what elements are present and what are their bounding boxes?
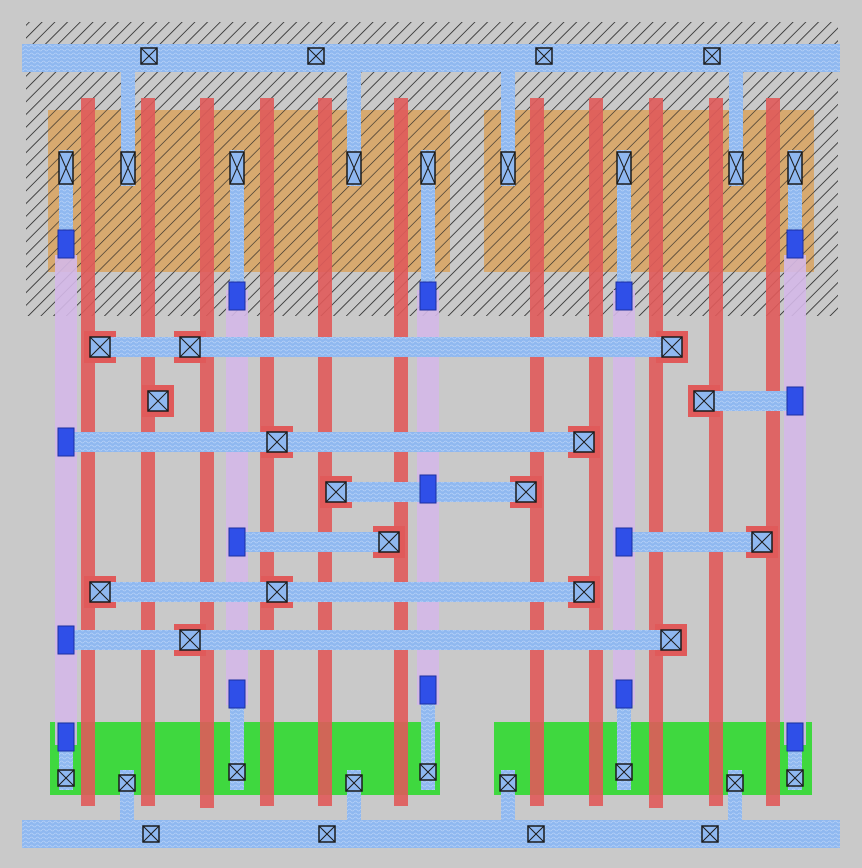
- contact-cross: [229, 151, 245, 185]
- contact-cross: [89, 581, 111, 603]
- contact-cross: [346, 151, 362, 185]
- contact-cross: [118, 774, 136, 792]
- poly-gate: [649, 98, 663, 808]
- contact-cross: [499, 774, 517, 792]
- ndiff-left: [50, 722, 440, 795]
- metal2-track: [613, 290, 635, 705]
- contact-cross: [89, 336, 111, 358]
- via: [57, 427, 75, 457]
- metal1-wire: [92, 582, 592, 602]
- contact-cross: [140, 47, 158, 65]
- contact-cross: [616, 151, 632, 185]
- contact-cross: [786, 769, 804, 787]
- contact-cross: [120, 151, 136, 185]
- contact-cross: [660, 629, 682, 651]
- via: [615, 527, 633, 557]
- contact-cross: [266, 581, 288, 603]
- contact-cross: [701, 825, 719, 843]
- poly-gate: [709, 98, 723, 806]
- contact-cross: [726, 774, 744, 792]
- via: [615, 679, 633, 709]
- contact-cross: [378, 531, 400, 553]
- via: [786, 229, 804, 259]
- metal1-wire: [58, 432, 592, 452]
- metal1-wire: [617, 150, 631, 300]
- metal1-wire: [696, 391, 803, 411]
- contact-cross: [179, 336, 201, 358]
- via: [786, 386, 804, 416]
- contact-cross: [515, 481, 537, 503]
- via: [419, 474, 437, 504]
- contact-cross: [345, 774, 363, 792]
- metal1-wire: [92, 337, 680, 357]
- metal1-wire: [421, 150, 435, 300]
- metal1-wire: [58, 630, 679, 650]
- contact-cross: [318, 825, 336, 843]
- poly-gate: [766, 98, 780, 806]
- contact-cross: [307, 47, 325, 65]
- via: [786, 722, 804, 752]
- contact-cross: [535, 47, 553, 65]
- contact-cross: [751, 531, 773, 553]
- contact-cross: [661, 336, 683, 358]
- via: [228, 527, 246, 557]
- metal1-wire: [617, 682, 631, 790]
- metal1-wire: [421, 680, 435, 790]
- contact-cross: [266, 431, 288, 453]
- contact-cross: [142, 825, 160, 843]
- contact-cross: [325, 481, 347, 503]
- contact-cross: [57, 769, 75, 787]
- contact-cross: [703, 47, 721, 65]
- contact-cross: [787, 151, 803, 185]
- contact-cross: [419, 763, 437, 781]
- metal1-wire: [230, 682, 244, 790]
- via: [615, 281, 633, 311]
- via: [228, 679, 246, 709]
- metal2-track: [55, 255, 77, 745]
- via: [57, 625, 75, 655]
- contact-cross: [527, 825, 545, 843]
- contact-cross: [573, 581, 595, 603]
- contact-cross: [58, 151, 74, 185]
- metal1-wire: [230, 150, 244, 300]
- contact-cross: [728, 151, 744, 185]
- contact-cross: [420, 151, 436, 185]
- via: [228, 281, 246, 311]
- metal1-wire: [229, 532, 397, 552]
- contact-cross: [179, 629, 201, 651]
- poly-gate: [200, 98, 214, 808]
- via: [57, 722, 75, 752]
- contact-cross: [693, 390, 715, 412]
- contact-cross: [573, 431, 595, 453]
- via: [57, 229, 75, 259]
- contact-cross: [500, 151, 516, 185]
- via: [419, 281, 437, 311]
- contact-cross: [615, 763, 633, 781]
- metal1-wire: [616, 532, 770, 552]
- contact-cross: [147, 390, 169, 412]
- contact-layer: [57, 47, 804, 843]
- metal2-track: [784, 255, 806, 745]
- contact-cross: [228, 763, 246, 781]
- via: [419, 675, 437, 705]
